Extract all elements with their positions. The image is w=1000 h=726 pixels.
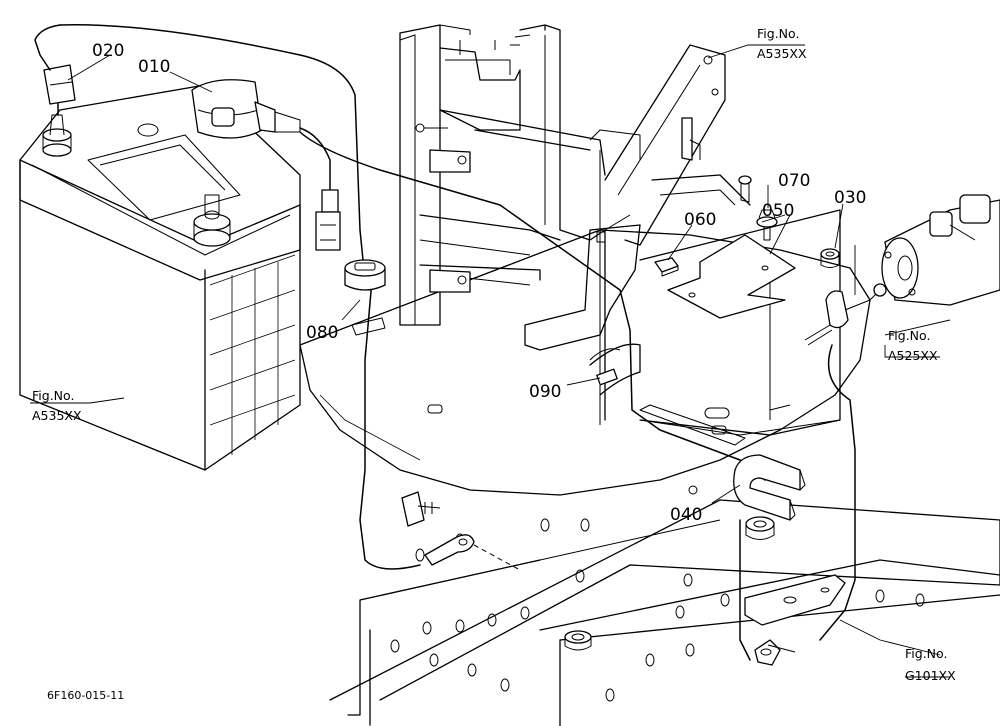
ground-terminal-lower [754, 639, 796, 666]
label-090: 090 [529, 382, 561, 402]
label-060: 060 [684, 210, 716, 230]
starter-motor [881, 194, 1000, 306]
part-030-nut [820, 248, 840, 268]
fig-ref-starter-line2: A525XX [888, 348, 938, 363]
fig-ref-starter-line1: Fig.No. [888, 328, 930, 343]
ring-terminal [424, 534, 521, 571]
frame-rail [329, 499, 1000, 726]
wire-harness [59, 24, 856, 661]
starter-cable-terminal [804, 283, 887, 346]
leader-lines [30, 44, 951, 678]
drawing-code: 6F160-015-11 [47, 689, 124, 702]
part-040-clamp [733, 454, 806, 521]
label-070: 070 [778, 171, 810, 191]
weld-nut [745, 516, 775, 540]
vertical-frame [399, 24, 841, 436]
label-080: 080 [306, 323, 338, 343]
label-050: 050 [762, 201, 794, 221]
part-050-plate [667, 234, 796, 319]
fig-ref-top-line1: Fig.No. [757, 26, 799, 41]
fig-ref-battery-line1: Fig.No. [32, 388, 74, 403]
part-080-grommet [344, 259, 386, 336]
fig-ref-frame-line2: G101XX [905, 668, 956, 683]
label-040: 040 [670, 505, 702, 525]
fig-ref-battery-line2: A535XX [32, 408, 82, 423]
fig-ref-frame-line1: Fig.No. [905, 646, 947, 661]
part-060-pad [654, 257, 679, 277]
ground-bolt [401, 491, 441, 527]
label-010: 010 [138, 57, 170, 77]
part-090-cable-tie [589, 343, 641, 396]
fig-ref-top-line2: A535XX [757, 46, 807, 61]
part-020-terminal [34, 24, 76, 116]
part-070-bolt [756, 209, 778, 241]
part-010-switch [191, 79, 341, 251]
label-030: 030 [834, 188, 866, 208]
label-020: 020 [92, 41, 124, 61]
